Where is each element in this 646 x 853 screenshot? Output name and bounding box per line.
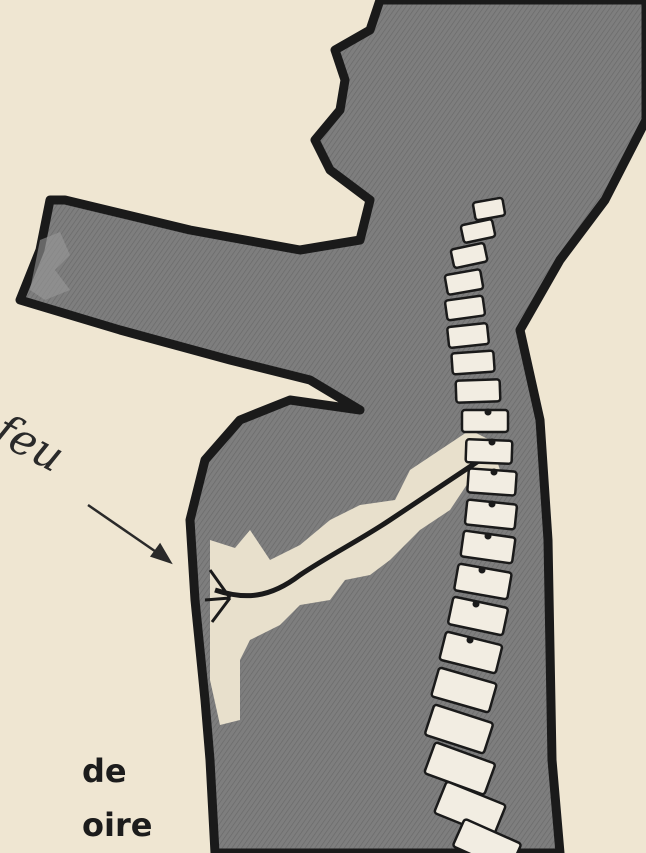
torso-silhouette [20, 0, 646, 853]
caption-fragment-de: de [82, 752, 127, 790]
caption-fragment-oire: oire [82, 806, 152, 844]
pointer-arrow [88, 505, 170, 562]
